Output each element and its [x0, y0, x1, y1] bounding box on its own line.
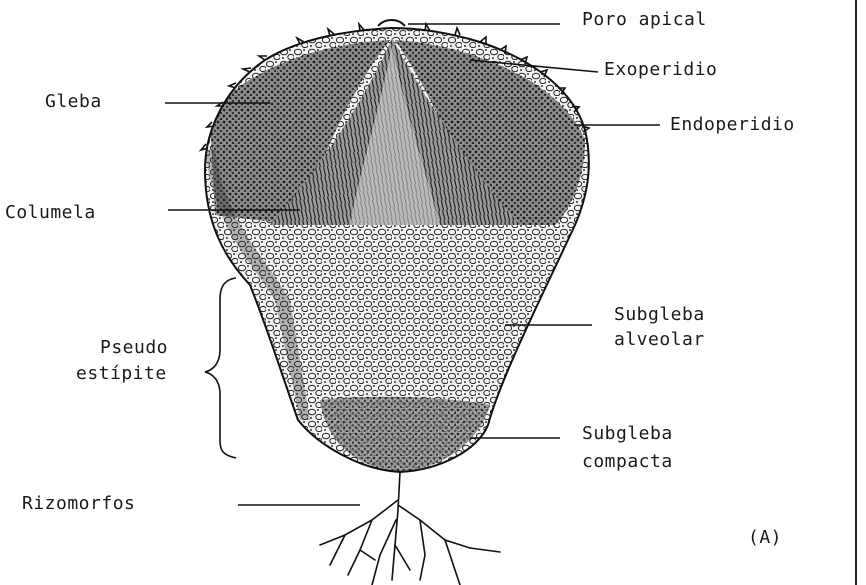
label-subgleba-alveolar-2: alveolar [614, 330, 705, 350]
rhizomorph-roots [320, 472, 500, 585]
label-exoperidio: Exoperidio [604, 60, 717, 80]
label-subgleba-alveolar-1: Subgleba [614, 305, 705, 325]
label-pseudo: Pseudo [100, 338, 168, 358]
label-gleba: Gleba [45, 92, 102, 112]
label-endoperidio: Endoperidio [670, 115, 795, 135]
label-subgleba-compacta-2: compacta [582, 452, 673, 472]
label-subgleba-compacta-1: Subgleba [582, 424, 673, 444]
label-estipite: estípite [76, 364, 167, 384]
frame-border [855, 0, 857, 585]
label-poro-apical: Poro apical [582, 10, 707, 30]
label-columela: Columela [5, 203, 96, 223]
label-rizomorfos: Rizomorfos [22, 494, 135, 514]
figure-tag: (A) [748, 528, 782, 548]
